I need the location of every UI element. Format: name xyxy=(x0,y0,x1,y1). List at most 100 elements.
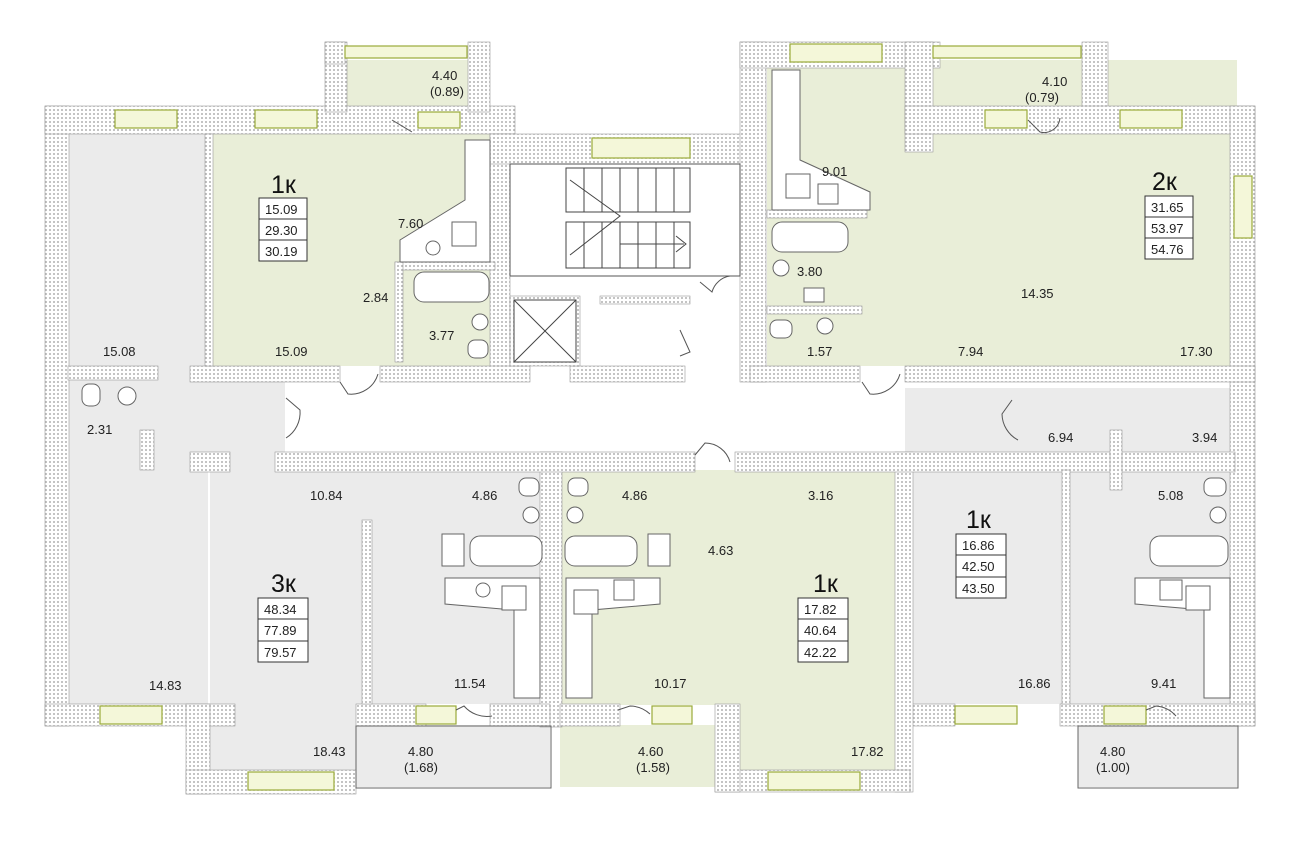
room-area-label: (0.79) xyxy=(1025,90,1059,105)
stove-icon xyxy=(451,221,477,247)
window xyxy=(417,111,461,129)
room-fill-1k-center-balcony xyxy=(560,725,715,787)
area-box xyxy=(955,533,1007,599)
wall xyxy=(324,41,346,65)
wall xyxy=(894,451,914,793)
total-area-with-balcony: 43.50 xyxy=(962,581,995,596)
room-area-label: 4.63 xyxy=(708,543,733,558)
stove-icon xyxy=(573,589,599,615)
room-area-label: 17.82 xyxy=(851,744,884,759)
apartment-3k-left: 3к 48.34 77.89 79.57 xyxy=(257,570,309,663)
area-box xyxy=(258,197,308,262)
bathtub-icon xyxy=(1149,535,1229,567)
living-area: 15.09 xyxy=(265,202,298,217)
wall xyxy=(489,133,511,381)
wall xyxy=(766,209,868,219)
area-box xyxy=(257,597,309,663)
boiler-icon xyxy=(441,533,465,567)
room-area-label: 5.08 xyxy=(1158,488,1183,503)
bathtub-icon xyxy=(771,221,849,253)
washbasin-icon xyxy=(522,506,540,524)
room-area-label: 4.80 xyxy=(408,744,433,759)
wall xyxy=(67,365,159,381)
area-box xyxy=(1144,195,1194,260)
boiler-icon xyxy=(803,287,825,303)
room-area-label: 10.84 xyxy=(310,488,343,503)
total-area: 77.89 xyxy=(264,623,297,638)
wall xyxy=(599,295,691,305)
sink-icon xyxy=(425,240,441,256)
window xyxy=(1103,705,1147,725)
room-area-label: 11.54 xyxy=(454,676,486,691)
wall xyxy=(467,41,491,113)
wall xyxy=(204,133,214,367)
room-area-label: 4.80 xyxy=(1100,744,1125,759)
wall xyxy=(734,451,1236,473)
wall xyxy=(379,365,531,383)
wall xyxy=(569,365,686,383)
room-area-label: 9.41 xyxy=(1151,676,1176,691)
window xyxy=(932,45,1082,59)
wall xyxy=(189,365,341,383)
room-area-label: (1.00) xyxy=(1096,760,1130,775)
room-area-label: (0.89) xyxy=(430,84,464,99)
room-area-label: 3.80 xyxy=(797,264,822,279)
room-area-label: 17.30 xyxy=(1180,344,1213,359)
elevator-cross xyxy=(513,299,577,363)
apartment-type: 3к xyxy=(271,570,297,598)
window xyxy=(984,109,1028,129)
wall xyxy=(1109,429,1123,491)
room-area-label: (1.58) xyxy=(636,760,670,775)
wall xyxy=(1061,469,1071,705)
total-area-with-balcony: 30.19 xyxy=(265,244,298,259)
window xyxy=(247,771,335,791)
stove-icon xyxy=(1185,585,1211,611)
apartment-type: 1к xyxy=(813,570,839,598)
toilet-icon xyxy=(1203,477,1227,497)
room-labels: 4.40 (0.89) 7.60 2.84 3.77 15.09 15.08 2… xyxy=(87,68,1217,775)
apartment-type: 1к xyxy=(271,171,297,199)
washbasin-icon xyxy=(566,506,584,524)
apartment-type: 2к xyxy=(1152,168,1178,196)
wall xyxy=(766,305,863,315)
sink-icon xyxy=(817,183,839,205)
stair-flight-upper xyxy=(565,167,691,213)
wall xyxy=(749,365,861,383)
room-area-label: 18.43 xyxy=(313,744,346,759)
apartment-type: 1к xyxy=(966,506,992,534)
wall xyxy=(904,365,1256,383)
sink-icon xyxy=(1159,579,1183,601)
bathtub-icon xyxy=(469,535,543,567)
window xyxy=(767,771,861,791)
wall xyxy=(44,105,70,727)
toilet-icon xyxy=(81,383,101,407)
toilet-icon xyxy=(518,477,540,497)
wall xyxy=(394,261,404,363)
washbasin-icon xyxy=(117,386,137,406)
living-area: 31.65 xyxy=(1151,200,1184,215)
window xyxy=(1119,109,1183,129)
window xyxy=(99,705,163,725)
toilet-icon xyxy=(567,477,589,497)
total-area: 53.97 xyxy=(1151,221,1184,236)
washbasin-icon xyxy=(471,313,489,331)
room-area-label: 3.94 xyxy=(1192,430,1217,445)
apartment-1k-center: 1к 17.82 40.64 42.22 xyxy=(797,570,849,663)
room-fill-3k-balcony xyxy=(352,725,550,787)
window xyxy=(415,705,457,725)
total-area: 40.64 xyxy=(804,623,837,638)
room-area-label: 3.77 xyxy=(429,328,454,343)
bathtub-icon xyxy=(413,271,490,303)
living-area: 17.82 xyxy=(804,602,837,617)
windows xyxy=(99,43,1253,791)
wall xyxy=(139,429,155,471)
wall xyxy=(1081,41,1109,113)
room-area-label: 14.35 xyxy=(1021,286,1054,301)
stair-steps xyxy=(569,168,687,268)
wall xyxy=(539,451,563,728)
room-area-label: 10.17 xyxy=(654,676,687,691)
room-area-label: 14.83 xyxy=(149,678,182,693)
room-fill-right-balcony xyxy=(1078,725,1238,787)
total-area: 42.50 xyxy=(962,559,995,574)
